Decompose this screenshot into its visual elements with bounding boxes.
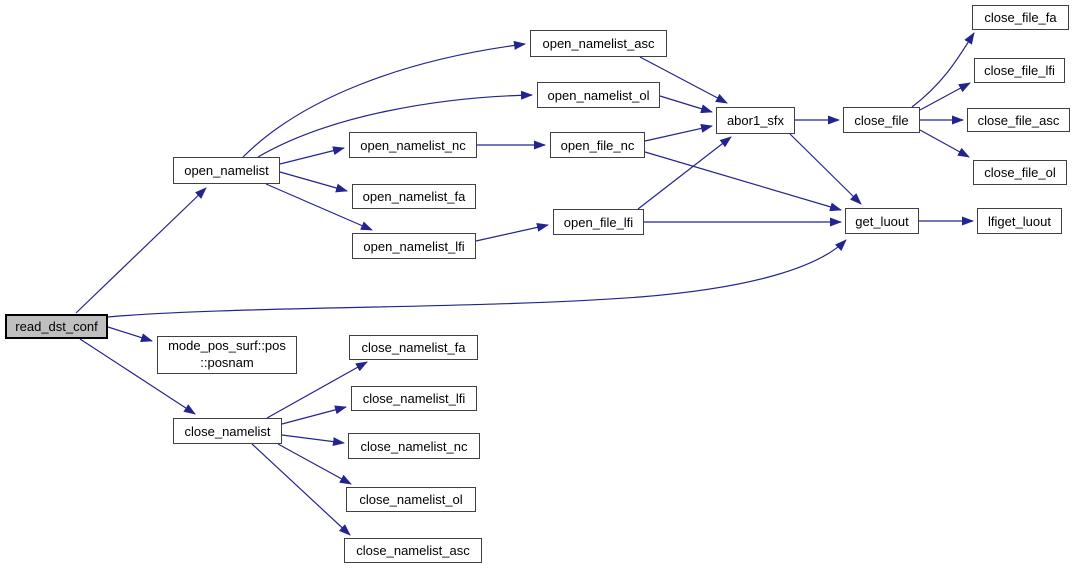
node-close-file-ol[interactable]: close_file_ol bbox=[973, 160, 1067, 185]
edge-abor1-sfx-to-get-luout bbox=[789, 133, 862, 205]
edge-close-namelist-to-close-namelist-fa bbox=[266, 361, 368, 419]
node-label: close_namelist_lfi bbox=[362, 391, 466, 406]
node-label: open_namelist bbox=[184, 163, 269, 178]
edge-open-namelist-to-open-namelist-lfi bbox=[265, 183, 373, 231]
node-open-namelist-nc[interactable]: open_namelist_nc bbox=[349, 132, 477, 158]
edge-open-file-nc-to-get-luout bbox=[644, 151, 842, 212]
node-label-line1: mode_pos_surf::pos bbox=[168, 338, 286, 354]
node-label: open_file_nc bbox=[560, 137, 635, 153]
node-close-namelist-lfi[interactable]: close_namelist_lfi bbox=[351, 386, 477, 411]
node-open-namelist-ol[interactable]: open_namelist_ol bbox=[537, 82, 660, 108]
node-open-namelist[interactable]: open_namelist bbox=[173, 157, 280, 184]
node-label: open_namelist_ol bbox=[547, 87, 650, 103]
node-label: open_namelist_asc bbox=[542, 36, 655, 51]
edge-open-file-lfi-to-abor1-sfx bbox=[637, 136, 732, 210]
node-abor1-sfx[interactable]: abor1_sfx bbox=[716, 107, 795, 134]
edge-close-namelist-to-close-namelist-lfi bbox=[281, 405, 347, 425]
edge-open-namelist-to-open-namelist-ol bbox=[257, 90, 533, 158]
node-open-file-nc[interactable]: open_file_nc bbox=[550, 132, 645, 158]
edge-close-namelist-to-close-namelist-nc bbox=[281, 434, 345, 447]
node-label: close_file_asc bbox=[977, 112, 1060, 128]
node-open-file-lfi[interactable]: open_file_lfi bbox=[553, 209, 644, 235]
node-label: close_file_ol bbox=[984, 165, 1056, 180]
node-lfiget-luout[interactable]: lfiget_luout bbox=[977, 208, 1062, 234]
node-label: abor1_sfx bbox=[726, 113, 785, 128]
edge-close-file-to-close-file-ol bbox=[919, 129, 970, 158]
node-label: open_namelist_lfi bbox=[363, 238, 465, 254]
node-close-namelist[interactable]: close_namelist bbox=[173, 418, 282, 444]
edge-open-namelist-ol-to-abor1-sfx bbox=[659, 95, 713, 114]
node-label: close_namelist_asc bbox=[356, 543, 470, 558]
node-close-namelist-asc[interactable]: close_namelist_asc bbox=[344, 538, 482, 563]
node-close-file-asc[interactable]: close_file_asc bbox=[967, 108, 1070, 132]
node-read-dst-conf[interactable]: read_dst_conf bbox=[5, 314, 108, 339]
node-label: close_namelist_fa bbox=[361, 340, 466, 355]
edge-open-namelist-to-open-namelist-asc bbox=[242, 40, 526, 158]
node-label: open_namelist_fa bbox=[362, 189, 466, 204]
node-close-file[interactable]: close_file bbox=[843, 107, 920, 133]
edge-close-namelist-to-close-namelist-ol bbox=[277, 443, 352, 485]
edge-close-namelist-to-close-namelist-asc bbox=[251, 443, 351, 536]
node-close-namelist-ol[interactable]: close_namelist_ol bbox=[346, 487, 476, 512]
node-close-namelist-fa[interactable]: close_namelist_fa bbox=[349, 335, 478, 360]
node-get-luout[interactable]: get_luout bbox=[845, 208, 919, 234]
node-mode-pos-surf-posnam[interactable]: mode_pos_surf::pos ::posnam bbox=[157, 336, 297, 374]
edge-open-file-nc-to-abor1-sfx bbox=[644, 124, 713, 142]
edge-read-dst-conf-to-close-namelist bbox=[79, 338, 196, 415]
node-label: close_file_lfi bbox=[984, 63, 1055, 78]
node-label: close_namelist bbox=[184, 423, 271, 439]
node-label: read_dst_conf bbox=[15, 319, 98, 334]
edge-close-file-to-close-file-lfi bbox=[919, 82, 971, 111]
edge-open-namelist-to-open-namelist-nc bbox=[279, 146, 345, 165]
edge-read-dst-conf-to-posnam bbox=[107, 326, 153, 342]
node-label: open_namelist_nc bbox=[360, 137, 466, 153]
edge-open-namelist-asc-to-abor1-sfx bbox=[639, 56, 728, 104]
node-label: open_file_lfi bbox=[563, 214, 634, 230]
node-close-file-fa[interactable]: close_file_fa bbox=[972, 5, 1069, 30]
edge-open-namelist-to-open-namelist-fa bbox=[279, 171, 348, 193]
node-label: close_file bbox=[854, 112, 909, 128]
node-open-namelist-asc[interactable]: open_namelist_asc bbox=[530, 30, 667, 57]
node-close-file-lfi[interactable]: close_file_lfi bbox=[974, 58, 1065, 83]
node-open-namelist-fa[interactable]: open_namelist_fa bbox=[352, 184, 476, 209]
edge-read-dst-conf-to-open-namelist bbox=[75, 187, 207, 314]
node-label-line2: ::posnam bbox=[200, 355, 254, 370]
edge-open-namelist-lfi-to-open-file-lfi bbox=[475, 222, 549, 242]
node-label: close_namelist_ol bbox=[359, 492, 463, 507]
node-label: lfiget_luout bbox=[988, 213, 1051, 229]
node-open-namelist-lfi[interactable]: open_namelist_lfi bbox=[352, 233, 476, 259]
edge-read-dst-conf-to-get-luout bbox=[107, 239, 847, 318]
edge-close-file-to-close-file-fa bbox=[911, 32, 975, 108]
node-label: get_luout bbox=[855, 213, 909, 229]
node-label: close_file_fa bbox=[984, 10, 1057, 25]
node-label: close_namelist_nc bbox=[360, 438, 468, 454]
node-close-namelist-nc[interactable]: close_namelist_nc bbox=[348, 433, 480, 459]
